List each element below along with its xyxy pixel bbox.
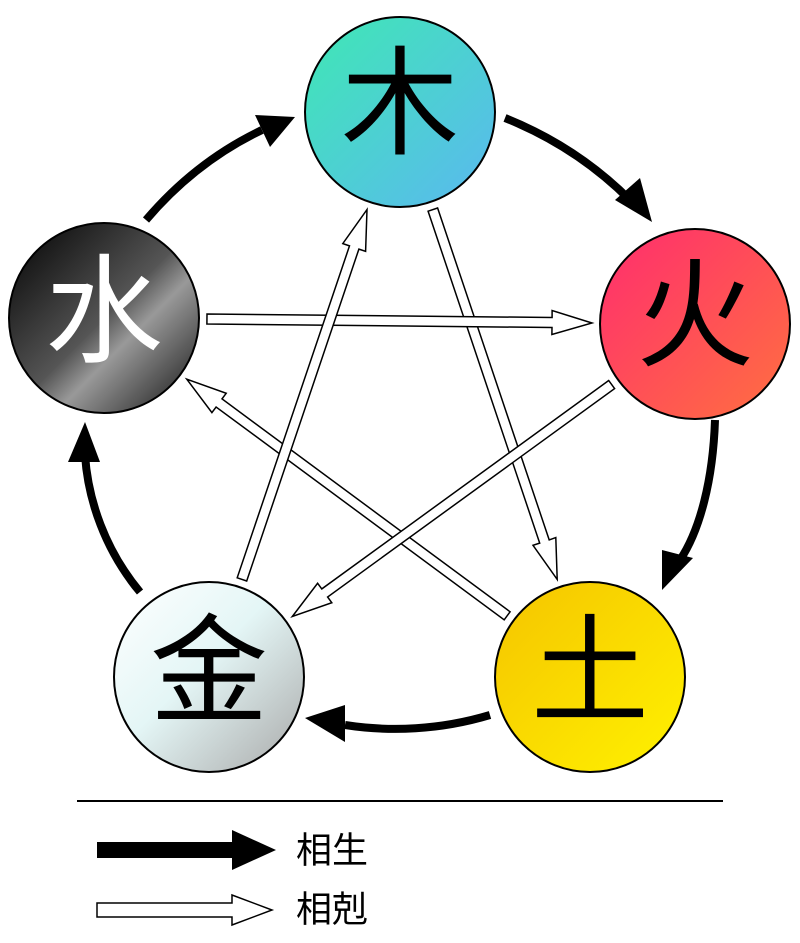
element-wood-circle: [304, 16, 496, 208]
overcoming-arrow-fire-metal: [290, 379, 616, 619]
element-fire-circle: [599, 228, 791, 420]
element-metal-circle: [113, 581, 305, 773]
generating-arrowhead-fire-earth: [662, 550, 693, 590]
legend-generating-label: 相生: [296, 831, 368, 872]
overcoming-arrow-water-fire: [206, 309, 595, 336]
element-wood: 木: [304, 16, 496, 208]
element-fire-char: 火: [636, 247, 754, 385]
element-earth-char: 土: [531, 603, 649, 741]
element-earth: 土: [494, 581, 686, 773]
generating-arrowhead-metal-water: [68, 422, 100, 462]
element-earth-circle: [494, 581, 686, 773]
element-fire: 火: [599, 228, 791, 420]
legend: 相生 相剋: [96, 830, 368, 931]
element-wood-char: 木: [341, 35, 459, 173]
legend-generating-arrow-icon: [97, 830, 276, 870]
overcoming-arrow-earth-water: [184, 377, 512, 621]
overcoming-arrows: [184, 207, 616, 621]
generating-arrow-wood-fire: [503, 114, 633, 203]
generating-arrow-water-wood: [142, 126, 264, 223]
element-metal: 金: [113, 581, 305, 773]
overcoming-arrow-wood-earth: [427, 207, 559, 582]
element-water: 水: [8, 222, 200, 414]
legend-overcoming-arrow-icon: [96, 893, 275, 927]
generating-arrowhead-water-wood: [255, 115, 295, 147]
element-metal-char: 金: [150, 603, 268, 741]
overcoming-arrow-metal-wood: [236, 207, 368, 582]
legend-overcoming-label: 相剋: [296, 890, 368, 931]
generating-arrows: [68, 114, 719, 742]
generating-arrow-fire-earth: [676, 419, 719, 563]
generating-arrow-metal-water: [81, 454, 144, 595]
element-water-char: 水: [45, 243, 163, 381]
element-water-circle: [8, 222, 200, 414]
generating-arrow-earth-metal: [344, 711, 492, 733]
generating-arrowhead-earth-metal: [305, 705, 345, 742]
generating-arrowhead-wood-fire: [615, 178, 652, 222]
